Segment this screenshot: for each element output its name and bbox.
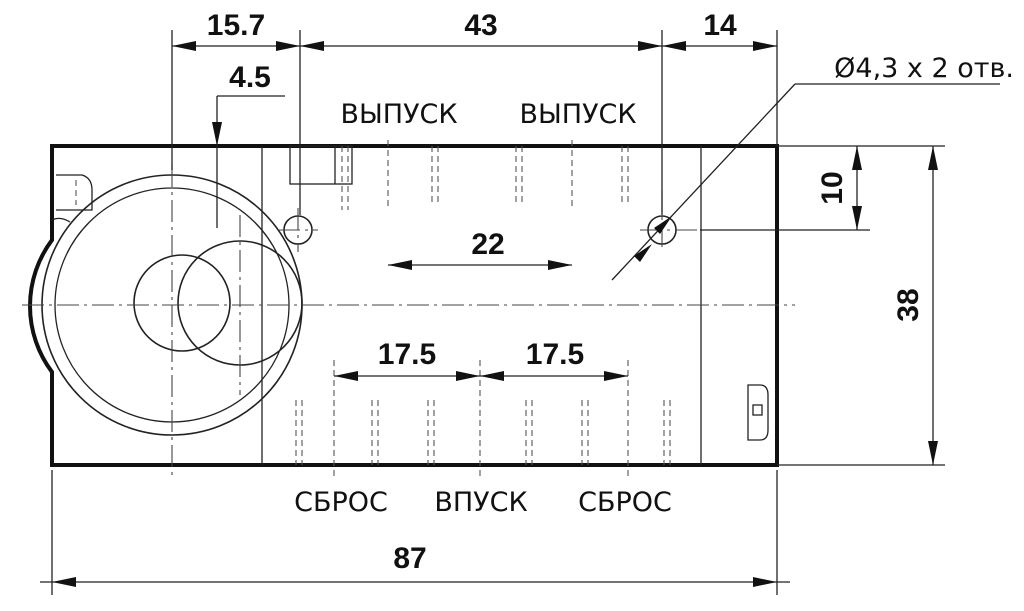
port-label-exhaust-right: ВЫПУСК bbox=[519, 99, 636, 130]
center-lines bbox=[22, 165, 795, 480]
dim-lower-right: 17.5 bbox=[526, 338, 584, 371]
port-label-exhaust-left: ВЫПУСК bbox=[340, 99, 457, 130]
port-lines-bottom bbox=[295, 360, 671, 480]
dimension-lines bbox=[40, 41, 1000, 587]
dim-outlet-spacing: 22 bbox=[471, 228, 504, 261]
port-label-reset-left: СБРОС bbox=[294, 487, 388, 518]
hole-spec-label: Ø4,3 x 2 отв. bbox=[834, 53, 1014, 84]
dim-top-right: 14 bbox=[703, 9, 737, 42]
port-label-inlet: ВПУСК bbox=[434, 487, 527, 518]
dim-right-small: 10 bbox=[816, 171, 849, 204]
port-label-reset-right: СБРОС bbox=[578, 487, 672, 518]
dim-offset: 4.5 bbox=[229, 61, 271, 94]
dim-width: 87 bbox=[393, 542, 426, 575]
dim-top-left: 15.7 bbox=[207, 9, 265, 42]
dim-lower-left: 17.5 bbox=[378, 338, 436, 371]
body-outline bbox=[28, 144, 779, 467]
extension-lines bbox=[51, 30, 945, 595]
port-lines-top bbox=[341, 140, 629, 210]
dim-height: 38 bbox=[892, 288, 925, 321]
dim-top-mid: 43 bbox=[464, 9, 497, 42]
